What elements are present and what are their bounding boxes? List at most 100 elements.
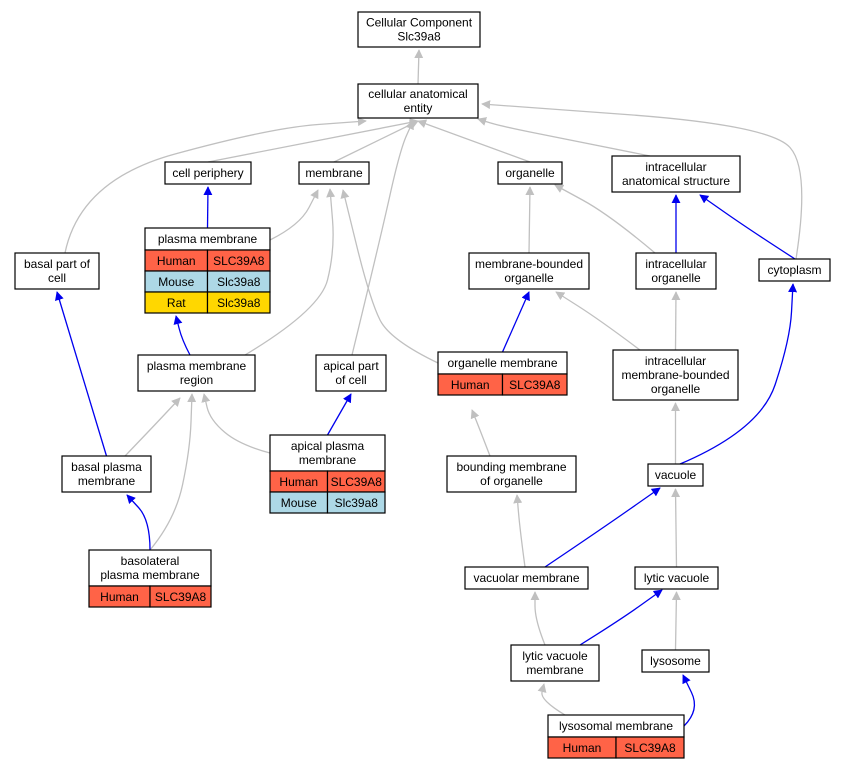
node-label: vacuole xyxy=(655,468,697,482)
edge-imbo-to-io xyxy=(671,291,681,351)
node-label: Cellular Component xyxy=(366,16,473,30)
gene-cell xyxy=(149,585,212,608)
node-vacuole[interactable]: vacuole xyxy=(647,463,704,487)
node-box xyxy=(641,649,710,673)
node-lyso[interactable]: lysosome xyxy=(641,649,710,673)
edge-basalcell-to-cae xyxy=(64,117,367,254)
node-label: plasma membrane xyxy=(100,568,200,582)
node-box xyxy=(137,354,256,392)
node-label: of organelle xyxy=(480,474,543,488)
node-label: basolateral xyxy=(121,554,180,568)
node-label: entity xyxy=(404,101,433,115)
node-box xyxy=(635,252,717,290)
edge-om-to-membrane xyxy=(340,189,439,364)
edge-apm-to-pmr xyxy=(201,393,271,454)
node-cellper[interactable]: cell periphery xyxy=(164,161,252,185)
node-label: basal part of xyxy=(24,257,91,271)
edge-om-to-mbo xyxy=(501,291,530,353)
node-label: lysosomal membrane xyxy=(559,719,673,733)
node-label: plasma membrane xyxy=(147,359,247,373)
node-box xyxy=(468,252,590,290)
edge-apm-to-apicalcell xyxy=(326,393,352,436)
species-label: Human xyxy=(100,590,139,604)
edge-organelle-to-cae xyxy=(417,119,531,163)
edge-io-to-organelle xyxy=(554,184,656,254)
node-organelle[interactable]: organelle xyxy=(497,161,563,185)
node-label: region xyxy=(180,373,213,387)
node-box xyxy=(758,258,831,282)
gene-label: Slc39a8 xyxy=(217,296,261,310)
node-label: cell periphery xyxy=(172,166,243,180)
node-box xyxy=(612,349,739,401)
node-box xyxy=(357,11,481,48)
edge-bpm-to-pmr xyxy=(124,397,181,457)
node-vm[interactable]: vacuolar membrane xyxy=(464,566,589,590)
edge-vm-to-vacuole xyxy=(544,487,661,568)
node-lv[interactable]: lytic vacuole xyxy=(634,566,719,590)
node-label: plasma membrane xyxy=(158,232,258,246)
node-box xyxy=(357,83,479,119)
node-label: organelle xyxy=(651,271,701,285)
node-box xyxy=(14,252,100,290)
species-label: Mouse xyxy=(158,275,194,289)
node-box xyxy=(647,463,704,487)
edge-pm-to-cellper xyxy=(203,186,213,229)
node-label: apical plasma xyxy=(291,439,365,453)
node-label: cell xyxy=(48,271,66,285)
edge-apicalcell-to-cae xyxy=(351,120,414,356)
edge-pmr-to-membrane xyxy=(244,188,336,356)
node-label: of cell xyxy=(335,373,366,387)
node-label: lytic vacuole xyxy=(644,571,710,585)
node-label: organelle membrane xyxy=(447,356,557,370)
species-label: Human xyxy=(563,741,602,755)
edge-lyso-to-lv xyxy=(671,591,681,651)
node-box xyxy=(269,434,386,472)
species-label: Human xyxy=(451,378,490,392)
node-box xyxy=(611,155,741,193)
gene-label: SLC39A8 xyxy=(624,741,676,755)
edge-pm-to-membrane xyxy=(269,189,319,241)
edge-mbo-to-organelle xyxy=(525,186,535,254)
node-box xyxy=(446,455,577,493)
gene-label: SLC39A8 xyxy=(213,254,265,268)
edge-bmo-to-om xyxy=(470,409,491,457)
edge-lvm-to-lv xyxy=(579,589,663,646)
edge-lvm-to-vm xyxy=(530,591,546,646)
species-label: Mouse xyxy=(281,496,317,510)
edge-lm-to-lyso xyxy=(682,674,696,727)
edge-blpm-to-pmr xyxy=(149,393,197,551)
gene-cell xyxy=(501,373,568,396)
node-label: membrane xyxy=(526,663,584,677)
species-label: Rat xyxy=(167,296,186,310)
node-label: membrane-bounded xyxy=(475,257,583,271)
node-cyto[interactable]: cytoplasm xyxy=(758,258,831,282)
node-label: bounding membrane xyxy=(456,460,566,474)
node-membrane[interactable]: membrane xyxy=(298,161,370,185)
node-label: intracellular xyxy=(645,354,706,368)
node-label: membrane xyxy=(299,453,357,467)
node-box xyxy=(61,455,152,493)
edge-lv-to-vacuole xyxy=(671,488,681,568)
edge-imbo-to-mbo xyxy=(555,291,641,351)
node-label: membrane-bounded xyxy=(621,368,729,382)
node-label: intracellular xyxy=(645,257,706,271)
